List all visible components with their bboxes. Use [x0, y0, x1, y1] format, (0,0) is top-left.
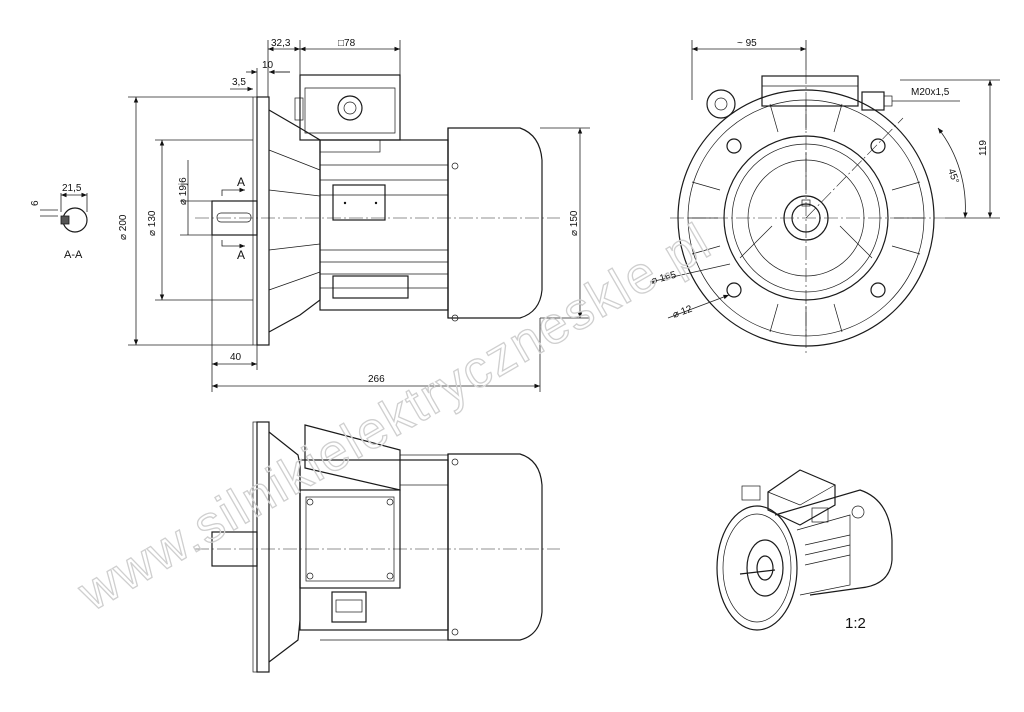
section-a-a: 21,5 6 A-A	[30, 183, 88, 261]
terminal-box-side	[299, 489, 401, 589]
dim-m20: M20x1,5	[911, 87, 950, 98]
section-marker-top: A	[237, 175, 245, 189]
bolt-hole	[870, 138, 886, 154]
section-width-label: 21,5	[62, 183, 82, 194]
section-height-label: 6	[30, 200, 41, 206]
motor-isometric-view: 1:2	[716, 469, 893, 632]
dim-130: ⌀ 130	[147, 210, 158, 236]
dim-40: 40	[230, 352, 242, 363]
bolt-hole	[726, 138, 742, 154]
dim-78: □78	[338, 38, 356, 49]
dim-12: ⌀ 12	[671, 304, 694, 321]
motor-side-view	[195, 421, 560, 673]
dim-150: ⌀ 150	[569, 210, 580, 236]
section-title: A-A	[64, 249, 83, 261]
key-section	[60, 215, 70, 225]
bolt-hole	[870, 282, 886, 298]
motor-front-view: A A 32,3 □78 10 3,5 ⌀ 200 ⌀ 130 ⌀ 19j6	[118, 38, 590, 392]
dim-32-3: 32,3	[271, 38, 291, 49]
motor-flange-view: ~ 95 119 M20x1,5 45° ⌀ 165 ⌀ 12	[649, 38, 1000, 355]
dim-19j6: ⌀ 19j6	[178, 177, 189, 205]
dim-45: 45°	[945, 167, 961, 185]
nameplate	[332, 184, 386, 221]
bolt-hole	[726, 282, 742, 298]
dim-10: 10	[262, 60, 274, 71]
section-marker-bottom: A	[237, 248, 245, 262]
dim-119: 119	[978, 140, 989, 156]
fan-cover	[447, 127, 543, 319]
dim-3-5: 3,5	[232, 77, 246, 88]
terminal-box	[299, 74, 401, 141]
scale-label: 1:2	[845, 615, 866, 632]
dim-266: 266	[368, 374, 385, 385]
dim-200: ⌀ 200	[118, 214, 129, 240]
dim-95: ~ 95	[737, 38, 757, 49]
